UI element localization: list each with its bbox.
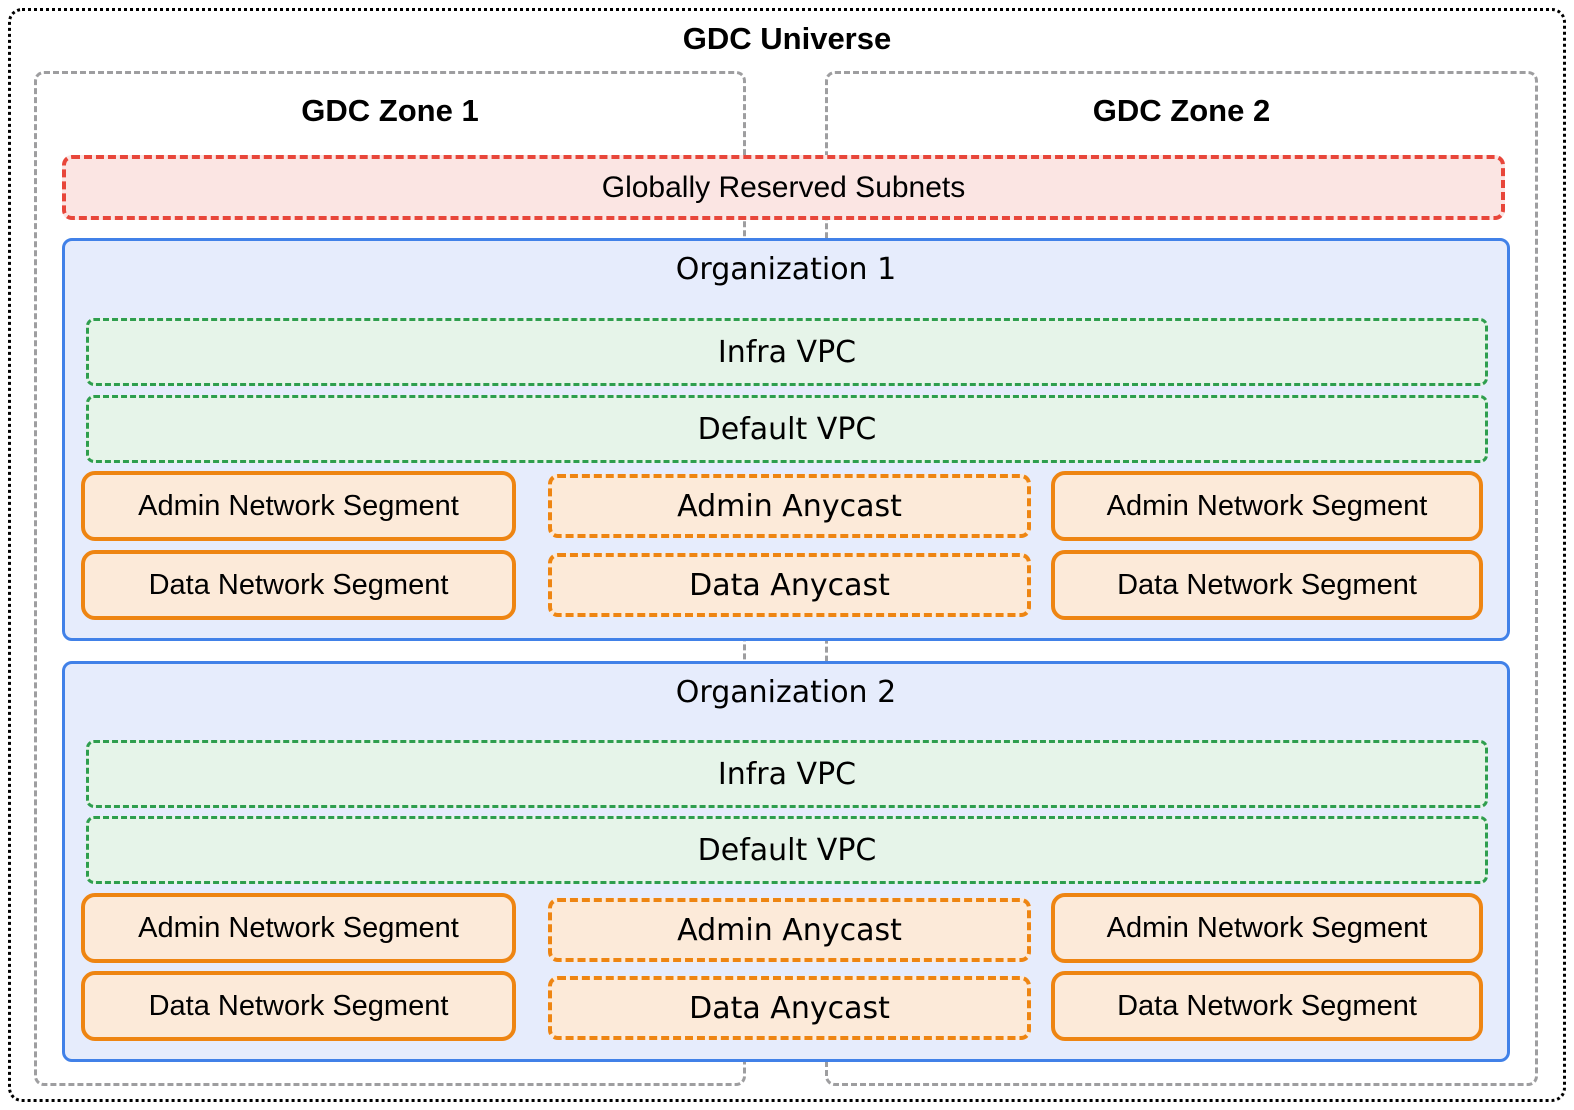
gdc-zone-2-label: GDC Zone 2 — [1092, 93, 1271, 128]
org2-admin-anycast: Admin Anycast — [548, 898, 1031, 962]
org2-default-vpc-box: Default VPC — [86, 816, 1488, 884]
org2-zone2-data-network-segment: Data Network Segment — [1051, 971, 1483, 1041]
org1-admin-anycast: Admin Anycast — [548, 474, 1031, 538]
universe-title: GDC Universe — [682, 21, 892, 56]
org2-zone2-admin-network-segment: Admin Network Segment — [1051, 893, 1483, 963]
org2-infra-vpc-box: Infra VPC — [86, 740, 1488, 808]
org1-infra-vpc-box: Infra VPC — [86, 318, 1488, 386]
globally-reserved-subnets-box: Globally Reserved Subnets — [62, 155, 1505, 220]
organization-1-label: Organization 1 — [675, 251, 897, 287]
organization-2-label: Organization 2 — [675, 674, 897, 710]
gdc-universe-boundary — [8, 8, 1566, 1102]
organization-1-box: Organization 1 Infra VPC Default VPC Adm… — [62, 238, 1510, 641]
org1-zone1-admin-network-segment: Admin Network Segment — [81, 471, 516, 541]
org2-zone1-admin-network-segment: Admin Network Segment — [81, 893, 516, 963]
org1-zone1-data-network-segment: Data Network Segment — [81, 550, 516, 620]
gdc-zone-1-label: GDC Zone 1 — [301, 93, 479, 128]
org1-zone2-admin-network-segment: Admin Network Segment — [1051, 471, 1483, 541]
organization-2-box: Organization 2 Infra VPC Default VPC Adm… — [62, 661, 1510, 1062]
org1-default-vpc-box: Default VPC — [86, 395, 1488, 463]
org2-zone1-data-network-segment: Data Network Segment — [81, 971, 516, 1041]
org1-zone2-data-network-segment: Data Network Segment — [1051, 550, 1483, 620]
org1-data-anycast: Data Anycast — [548, 553, 1031, 617]
org2-data-anycast: Data Anycast — [548, 976, 1031, 1040]
